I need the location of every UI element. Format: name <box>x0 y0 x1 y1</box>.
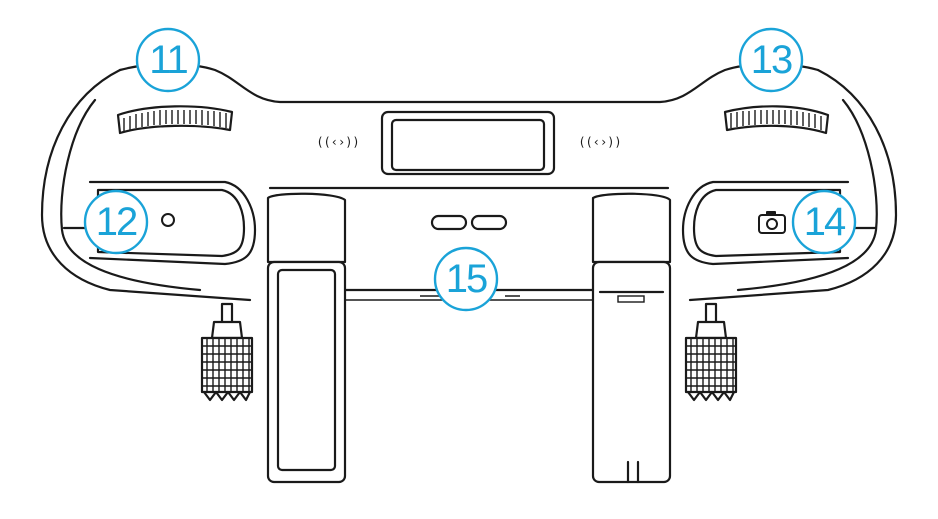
svg-text:14: 14 <box>804 200 846 244</box>
center-display <box>380 110 556 176</box>
right-clamp-arm <box>591 192 672 484</box>
callout-11: 11 <box>135 27 201 93</box>
callout-13: 13 <box>738 27 804 93</box>
svg-text:13: 13 <box>751 38 792 82</box>
center-ports <box>430 214 508 231</box>
left-control-stick[interactable] <box>200 302 254 402</box>
record-dot-icon <box>161 213 175 227</box>
camera-icon <box>758 211 786 234</box>
left-antenna-icon: ((‹›)) <box>316 135 359 149</box>
right-dial[interactable] <box>723 105 830 135</box>
callout-15: 15 <box>433 246 499 312</box>
right-antenna-icon: ((‹›)) <box>578 135 621 149</box>
right-control-stick[interactable] <box>684 302 738 402</box>
svg-text:12: 12 <box>96 200 137 244</box>
svg-text:11: 11 <box>149 38 187 82</box>
callout-12: 12 <box>83 189 149 255</box>
left-dial[interactable] <box>116 105 234 135</box>
callout-14: 14 <box>791 189 857 255</box>
left-clamp-arm <box>266 192 347 484</box>
svg-text:15: 15 <box>446 257 487 301</box>
